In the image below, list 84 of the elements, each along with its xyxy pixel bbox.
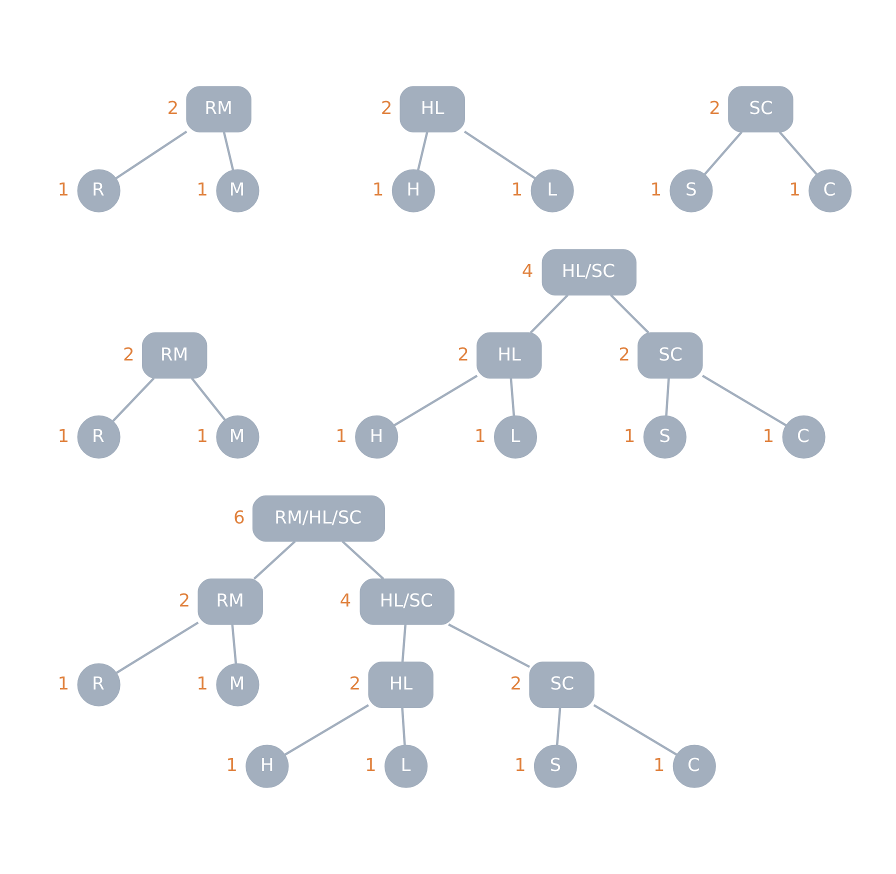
node-label: 1	[196, 674, 208, 695]
node-box: SC	[528, 662, 594, 708]
connector	[703, 131, 742, 176]
connector	[341, 540, 384, 580]
node-label: 4	[339, 590, 351, 612]
node-label: 1	[57, 674, 69, 695]
connector	[701, 374, 786, 426]
connector	[509, 378, 515, 416]
node-label: 1	[335, 426, 346, 447]
node-box: HL/SC	[359, 578, 454, 625]
node-label: 1	[364, 755, 376, 776]
node-circle: S	[669, 169, 712, 212]
node-box: SC	[728, 86, 793, 132]
node-circle: C	[672, 744, 716, 788]
node-label: 2	[510, 674, 522, 695]
node-circle: R	[76, 415, 120, 459]
node-label: 2	[122, 344, 134, 366]
node-box: HL/SC	[541, 249, 636, 296]
connector	[592, 704, 677, 756]
node-circle: H	[354, 415, 398, 459]
connector	[230, 624, 237, 664]
connector	[555, 707, 561, 746]
connector	[463, 130, 536, 180]
node-label: 1	[650, 180, 662, 201]
connector	[114, 130, 187, 180]
node-label: 1	[57, 180, 69, 201]
connector	[416, 132, 428, 170]
node-circle: L	[530, 169, 574, 212]
node-circle: R	[76, 169, 120, 212]
node-circle: H	[391, 169, 434, 212]
node-label: 2	[166, 98, 178, 120]
connector	[529, 294, 568, 334]
node-circle: M	[216, 663, 259, 706]
node-label: 1	[196, 180, 208, 201]
node-label: 1	[196, 426, 208, 447]
node-label: 2	[348, 674, 360, 695]
node-label: 1	[226, 755, 238, 776]
node-box: HL	[476, 332, 542, 379]
node-label: 1	[623, 426, 635, 447]
node-box: RM/HL/SC	[252, 495, 385, 542]
node-circle: S	[533, 744, 577, 788]
node-circle: H	[245, 744, 288, 788]
node-box: HL	[399, 86, 464, 132]
connector	[610, 294, 649, 334]
node-label: 1	[372, 180, 384, 201]
node-label: 6	[233, 507, 244, 528]
node-box: RM	[197, 578, 262, 625]
connector	[393, 374, 478, 426]
connector	[190, 378, 226, 421]
connector	[400, 624, 406, 662]
node-box: SC	[637, 332, 702, 379]
node-label: 1	[57, 426, 69, 447]
connector	[115, 622, 198, 674]
node-label: 1	[514, 755, 526, 776]
connector	[112, 377, 154, 422]
node-circle: R	[76, 663, 120, 706]
connector	[400, 707, 406, 746]
node-label: 2	[380, 98, 392, 120]
node-label: 2	[457, 344, 469, 366]
node-label: 1	[652, 755, 664, 776]
node-label: 1	[762, 426, 774, 447]
node-label: 2	[708, 98, 720, 120]
node-label: 2	[618, 344, 630, 366]
node-label: 2	[178, 590, 190, 612]
node-circle: L	[384, 744, 428, 788]
node-box: RM	[141, 332, 207, 379]
node-label: 4	[521, 261, 533, 282]
connector	[252, 540, 296, 580]
node-circle: C	[782, 415, 825, 459]
connector	[222, 132, 234, 170]
connector	[664, 378, 670, 416]
connector	[284, 704, 369, 756]
node-circle: L	[493, 415, 537, 459]
node-label: 1	[788, 180, 800, 201]
connector	[448, 623, 530, 668]
node-box: HL	[368, 662, 433, 708]
node-box: RM	[186, 86, 251, 132]
node-circle: M	[216, 415, 259, 459]
connector	[778, 131, 818, 176]
node-circle: C	[808, 169, 852, 212]
node-circle: M	[216, 169, 259, 212]
node-label: 1	[474, 426, 486, 447]
node-circle: S	[642, 415, 686, 459]
node-label: 1	[510, 180, 522, 201]
